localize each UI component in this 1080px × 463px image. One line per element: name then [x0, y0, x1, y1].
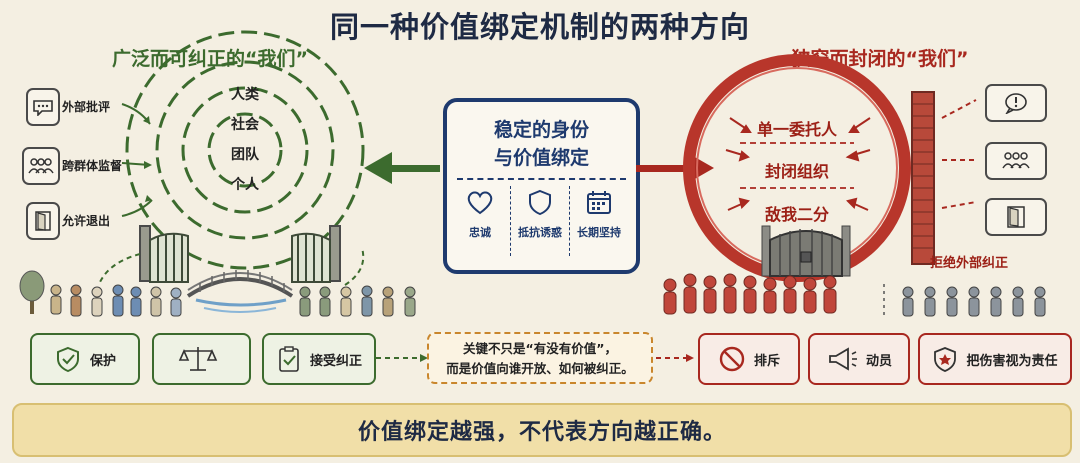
diagram-title: 同一种价值绑定机制的两种方向 — [329, 10, 750, 44]
ring-team — [181, 86, 309, 214]
clipboard-check-icon — [279, 346, 299, 372]
persist-label: 长期坚持 — [577, 226, 621, 239]
shield-star-icon — [934, 347, 957, 372]
right-door-box — [985, 198, 1047, 236]
ring-label-individual: 个人 — [231, 177, 259, 193]
center-title: 稳定的身份 与价值绑定 — [447, 116, 636, 172]
exclude-label: 排斥 — [753, 353, 780, 369]
allow-exit-icon-box — [26, 202, 60, 240]
shield-check-icon — [56, 346, 79, 373]
center-title-line2: 与价值绑定 — [493, 147, 589, 169]
conclusion-banner: 价值绑定越强，不代表方向越正确。 — [12, 403, 1072, 457]
open-door-icon — [35, 211, 51, 231]
prohibited-icon — [719, 346, 745, 372]
center-col-divider-1 — [510, 186, 511, 256]
balance-scale-icon — [178, 347, 217, 371]
door-icon — [1007, 206, 1025, 228]
right-group-box — [985, 142, 1047, 180]
loyalty-label: 忠诚 — [469, 226, 491, 239]
center-title-line1: 稳定的身份 — [493, 119, 589, 141]
people-group-icon — [1002, 152, 1030, 169]
megaphone-icon — [829, 347, 857, 371]
accept-correction-label: 接受纠正 — [309, 353, 362, 369]
ring-label-humanity: 人类 — [231, 87, 259, 103]
brick-wall-icon — [911, 91, 935, 265]
speech-bubble-icon — [33, 100, 53, 116]
ring-label-single-principal: 单一委托人 — [756, 120, 837, 139]
note-line1: 关键不只是“有没有价值”， — [463, 341, 617, 356]
center-item-resist: 抵抗诱惑 — [511, 188, 569, 240]
center-col-divider-2 — [569, 186, 570, 256]
locked-gate-icon — [761, 225, 851, 277]
reject-correction-label: 拒绝外部纠正 — [930, 256, 1009, 271]
allow-exit-label: 允许退出 — [62, 214, 111, 228]
left-arrow — [364, 152, 440, 184]
mobilize-button: 动员 — [808, 333, 910, 385]
center-identity-box: 稳定的身份 与价值绑定 忠诚 抵抗诱惑 长期坚持 — [443, 98, 640, 274]
heart-icon — [467, 191, 493, 215]
grey-crowd — [902, 286, 1046, 317]
center-item-persist: 长期坚持 — [570, 188, 628, 240]
ring-label-team: 团队 — [231, 147, 259, 163]
key-insight-note: 关键不只是“有没有价值”， 而是价值向谁开放、如何被纠正。 — [427, 332, 653, 384]
ring-society — [155, 60, 335, 240]
right-alert-box — [985, 84, 1047, 122]
harm-as-duty-label: 把伤害视为责任 — [966, 353, 1058, 369]
fairness-button — [152, 333, 251, 385]
center-divider — [457, 178, 626, 180]
exclude-button: 排斥 — [698, 333, 800, 385]
protect-label: 保护 — [89, 353, 116, 369]
left-connector — [376, 354, 428, 362]
left-diagram — [19, 30, 440, 317]
resist-label: 抵抗诱惑 — [518, 226, 562, 239]
note-line2: 而是价值向谁开放、如何被纠正。 — [446, 361, 634, 376]
people-group-icon — [28, 158, 54, 174]
ring-label-us-vs-them: 敌我二分 — [764, 205, 829, 224]
alert-bubble-icon — [1005, 93, 1027, 114]
right-diagram — [636, 54, 1046, 317]
bridge-icon — [186, 270, 294, 313]
center-item-loyalty: 忠诚 — [451, 188, 509, 240]
cross-group-icon-box — [22, 147, 60, 185]
cross-group-label: 跨群体监督 — [62, 159, 123, 173]
protect-button: 保护 — [30, 333, 140, 385]
diverse-people-crowd — [50, 284, 416, 317]
right-connector — [656, 354, 694, 362]
ring-individual — [207, 112, 283, 188]
accept-correction-button: 接受纠正 — [262, 333, 376, 385]
external-criticism-icon-box — [26, 88, 60, 126]
calendar-icon — [587, 191, 611, 214]
right-arrow — [636, 152, 714, 184]
tree-icon — [19, 270, 45, 314]
shield-icon — [529, 189, 551, 216]
ring-label-closed-org: 封闭组织 — [764, 162, 829, 181]
mobilize-label: 动员 — [865, 353, 892, 369]
red-crowd — [663, 273, 837, 315]
harm-as-duty-button: 把伤害视为责任 — [918, 333, 1072, 385]
external-criticism-label: 外部批评 — [62, 100, 111, 114]
ring-humanity — [125, 30, 365, 270]
ring-label-society: 社会 — [231, 117, 259, 133]
